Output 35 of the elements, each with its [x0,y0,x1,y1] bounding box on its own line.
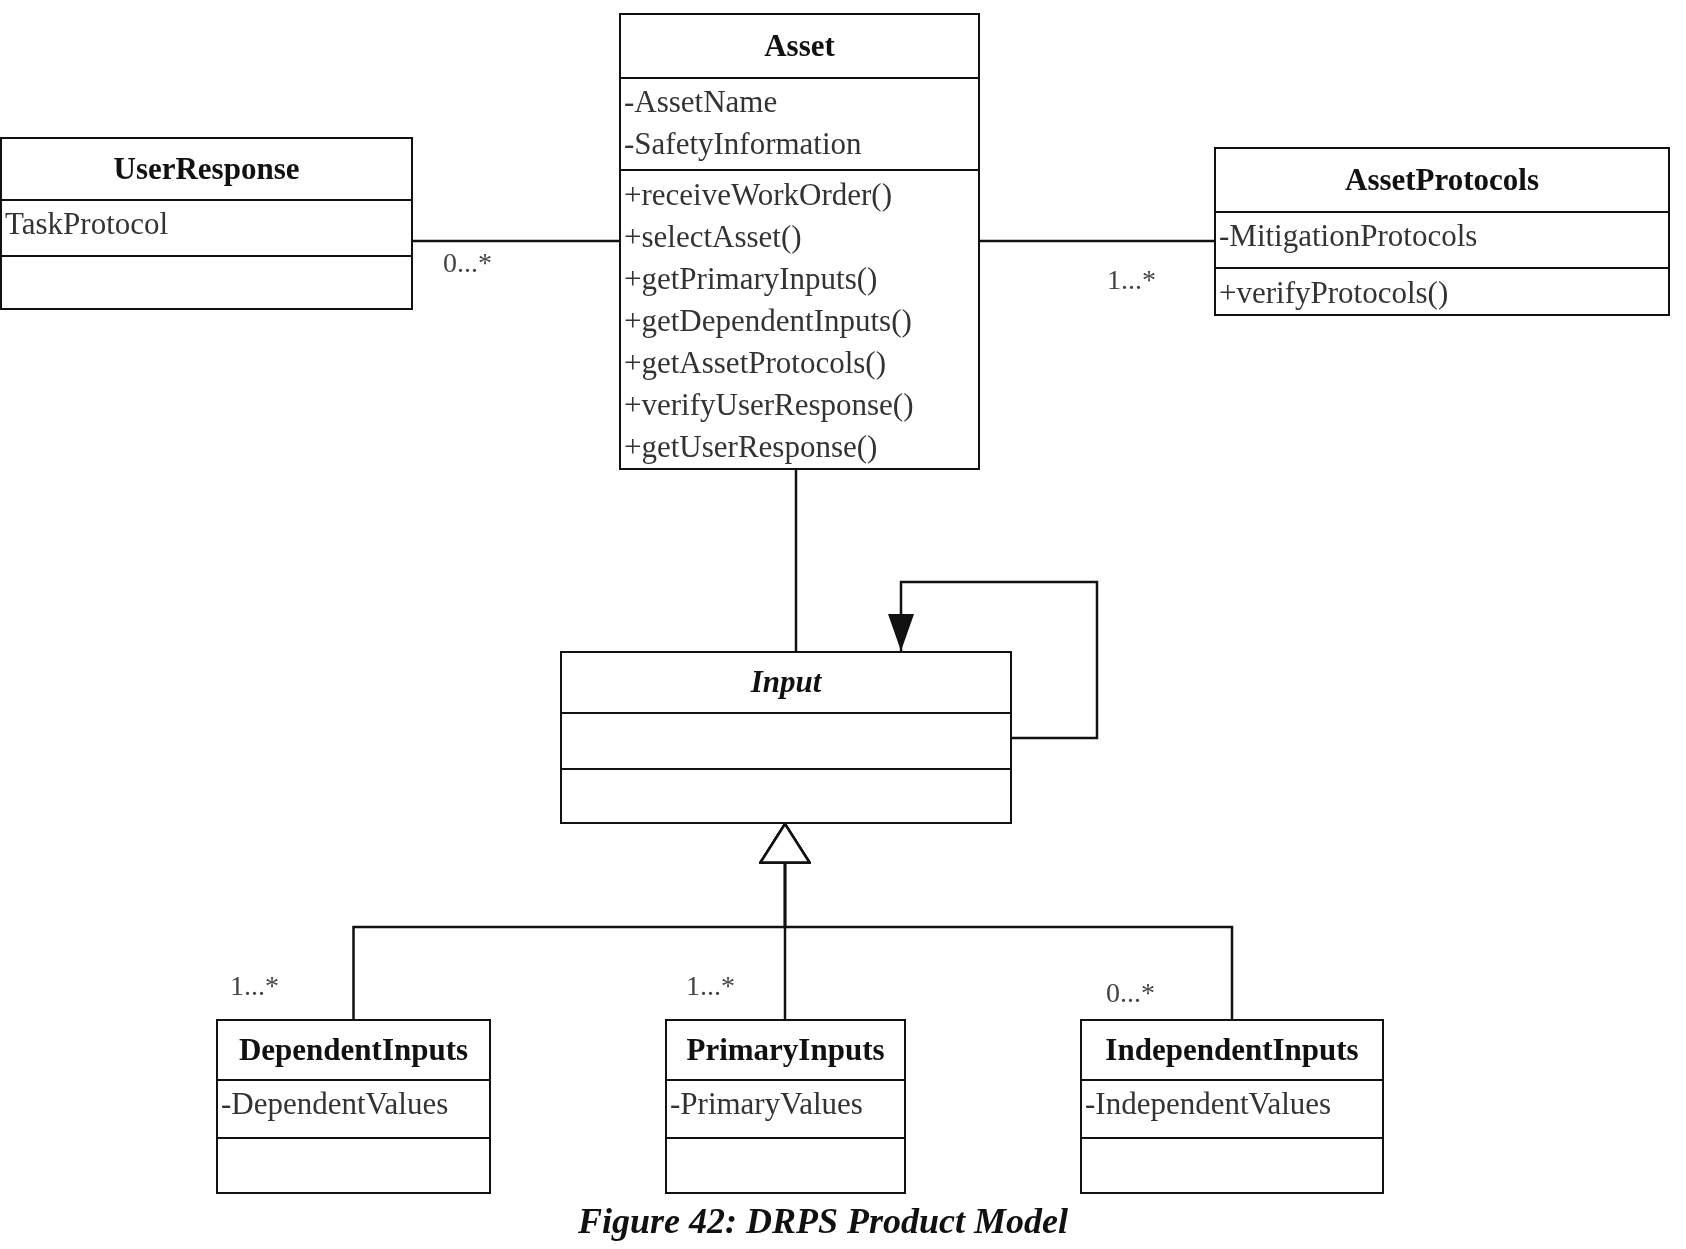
attribute-text: TaskProtocol [5,204,169,243]
attribute-text: -MitigationProtocols [1219,216,1478,255]
association-line [413,239,619,243]
self-association-arrow [888,580,1099,740]
association-line [794,470,798,651]
method-text: +getAssetProtocols() [624,343,886,382]
class-box [216,1019,491,1194]
figure-caption: Figure 42: DRPS Product Model [578,1200,1068,1242]
method-text: +verifyProtocols() [1219,273,1449,312]
attribute-text: -IndependentValues [1085,1084,1332,1123]
attribute-text: -PrimaryValues [670,1084,863,1123]
attribute-text: -AssetName [624,82,778,121]
attribute-text: -DependentValues [221,1084,449,1123]
class-box [560,651,1012,824]
association-line [980,239,1214,243]
class-name: DependentInputs [238,1031,469,1068]
class-name: Asset [764,27,835,64]
class-name: AssetProtocols [1345,161,1539,198]
method-text: +verifyUserResponse() [624,385,914,424]
class-name: Input [750,664,822,701]
method-text: +getPrimaryInputs() [624,259,878,298]
class-name: UserResponse [113,150,300,187]
method-text: +selectAsset() [624,217,802,256]
method-text: +getDependentInputs() [624,301,912,340]
class-box [0,137,413,310]
method-text: +getUserResponse() [624,427,878,466]
generalization-arrow [759,822,1234,1019]
class-box [1214,147,1670,316]
attribute-text: -SafetyInformation [624,124,862,163]
class-box [665,1019,906,1194]
class-name: IndependentInputs [1105,1031,1359,1068]
class-name: PrimaryInputs [686,1031,885,1068]
class-box [619,13,980,470]
method-text: +receiveWorkOrder() [624,175,892,214]
class-box [1080,1019,1384,1194]
